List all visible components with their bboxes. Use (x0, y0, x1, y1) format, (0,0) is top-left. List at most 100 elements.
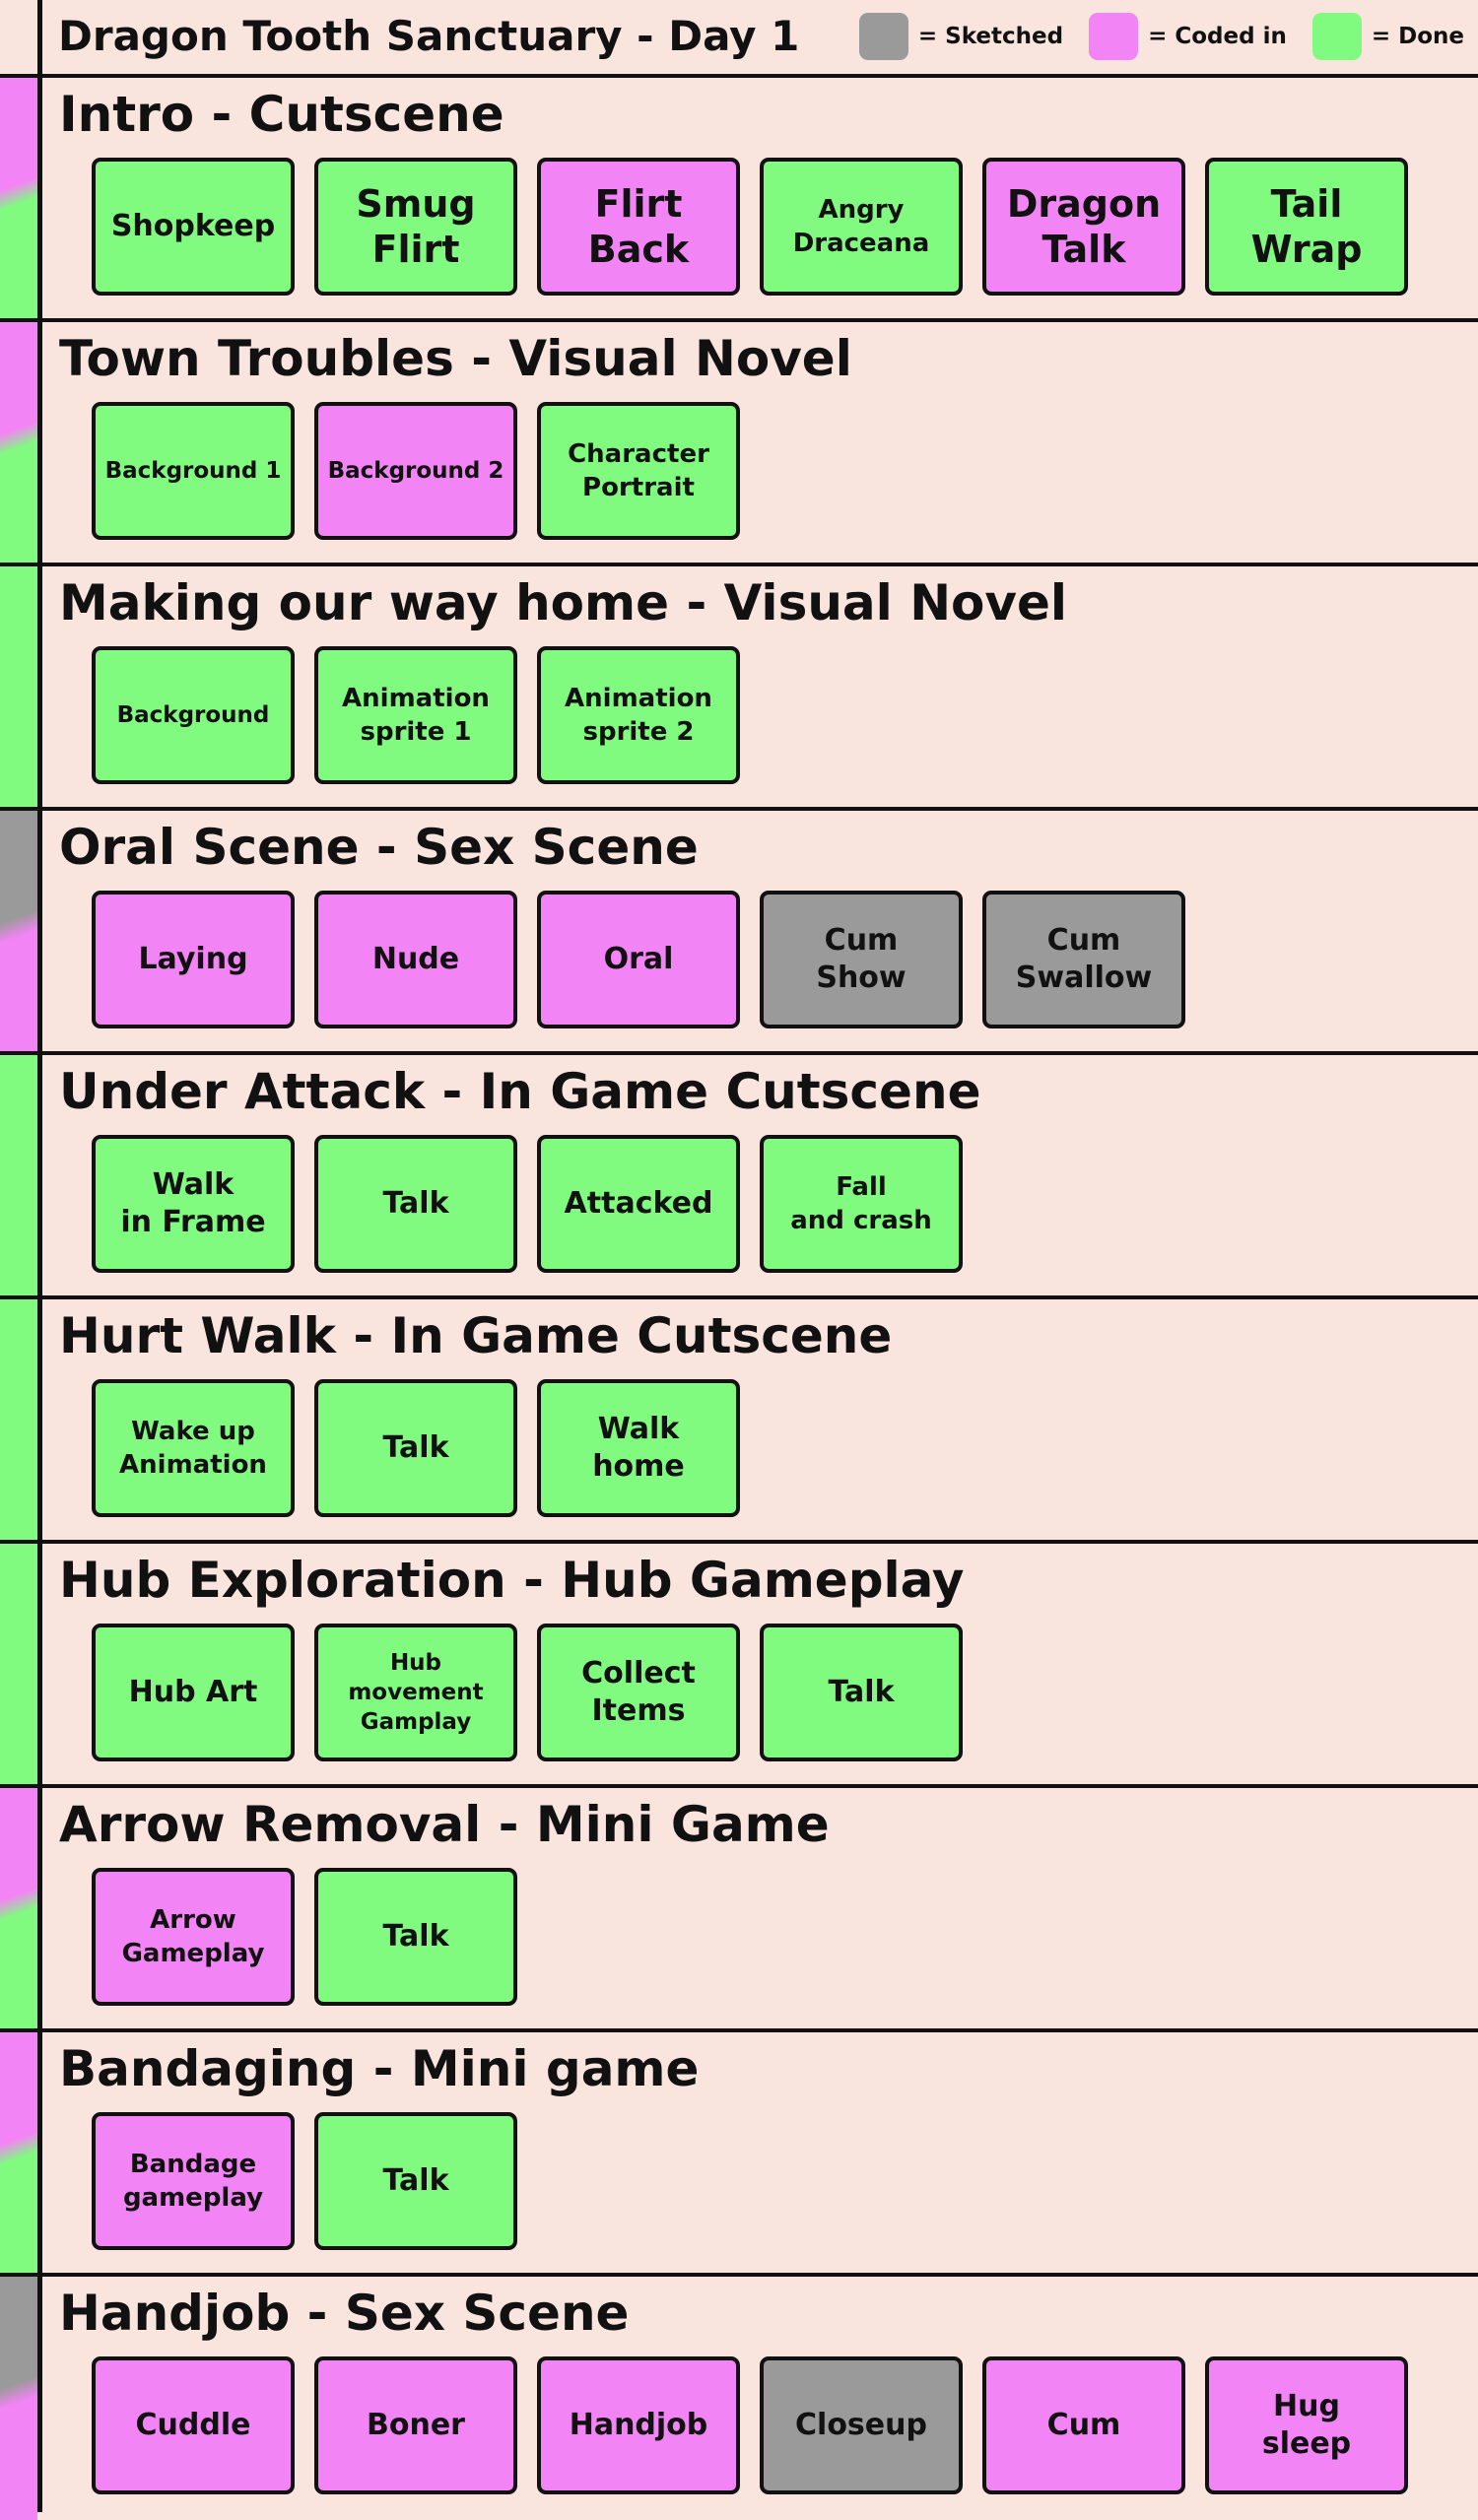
section-title: Arrow Removal - Mini Game (59, 1796, 830, 1853)
legend-item-sketched: = Sketched (858, 13, 1064, 60)
legend-swatch-coded (1089, 13, 1139, 60)
section-divider (0, 2028, 1478, 2032)
task-card: Cum Show (760, 891, 963, 1028)
task-card: Oral (537, 891, 740, 1028)
vertical-divider (37, 0, 42, 2512)
section-title: Hub Exploration - Hub Gameplay (59, 1552, 965, 1609)
task-card: Boner (314, 2356, 517, 2494)
section-divider (0, 807, 1478, 811)
task-card: Animation sprite 1 (314, 646, 517, 784)
legend-label-done: = Done (1371, 24, 1464, 49)
task-card: Talk (314, 2112, 517, 2250)
task-card: Cum (982, 2356, 1185, 2494)
section-divider (0, 74, 1478, 78)
task-card: Dragon Talk (982, 158, 1185, 296)
section-title: Bandaging - Mini game (59, 2040, 700, 2097)
task-card: Smug Flirt (314, 158, 517, 296)
section-status-strip (0, 1787, 37, 2031)
task-card: Fall and crash (760, 1135, 963, 1273)
section-status-strip (0, 2031, 37, 2276)
legend-swatch-sketched (858, 13, 908, 60)
section-status-strip (0, 565, 37, 810)
task-card: Laying (92, 891, 295, 1028)
section-title: Intro - Cutscene (59, 86, 504, 143)
task-card: Nude (314, 891, 517, 1028)
task-card: Angry Draceana (760, 158, 963, 296)
task-card: Hub Art (92, 1624, 295, 1761)
section-status-strip (0, 1298, 37, 1543)
task-card: Bandage gameplay (92, 2112, 295, 2250)
task-card: Walk home (537, 1379, 740, 1517)
section-title: Oral Scene - Sex Scene (59, 819, 699, 876)
section-status-strip (0, 810, 37, 1054)
legend-label-coded: = Coded in (1148, 24, 1287, 49)
legend-label-sketched: = Sketched (917, 24, 1064, 49)
section-status-strip (0, 1543, 37, 1787)
task-card: Cuddle (92, 2356, 295, 2494)
task-card: Animation sprite 2 (537, 646, 740, 784)
section-status-strip (0, 321, 37, 565)
legend-swatch-done (1311, 13, 1362, 60)
legend-item-done: = Done (1311, 13, 1464, 60)
legend-item-coded: = Coded in (1089, 13, 1287, 60)
task-card: Flirt Back (537, 158, 740, 296)
task-card: Tail Wrap (1205, 158, 1408, 296)
task-card: Closeup (760, 2356, 963, 2494)
task-card: Collect Items (537, 1624, 740, 1761)
task-card: Background 1 (92, 402, 295, 540)
section-title: Under Attack - In Game Cutscene (59, 1063, 981, 1120)
section-divider (0, 1784, 1478, 1788)
task-card: Cum Swallow (982, 891, 1185, 1028)
section-title: Town Troubles - Visual Novel (59, 330, 852, 387)
task-card: Talk (314, 1135, 517, 1273)
task-card: Background 2 (314, 402, 517, 540)
section-divider (0, 318, 1478, 322)
section-title: Handjob - Sex Scene (59, 2285, 630, 2342)
task-card: Wake up Animation (92, 1379, 295, 1517)
section-title: Making our way home - Visual Novel (59, 574, 1068, 631)
task-card: Talk (314, 1868, 517, 2006)
section-title: Hurt Walk - In Game Cutscene (59, 1307, 893, 1364)
section-divider (0, 1540, 1478, 1544)
legend: = Sketched = Coded in = Done (834, 12, 1464, 61)
section-divider (0, 1295, 1478, 1299)
section-status-strip (0, 2276, 37, 2520)
task-card: Background (92, 646, 295, 784)
task-card: Talk (314, 1379, 517, 1517)
task-card: Hug sleep (1205, 2356, 1408, 2494)
task-card: Walk in Frame (92, 1135, 295, 1273)
header: Dragon Tooth Sanctuary - Day 1 = Sketche… (42, 0, 1478, 74)
section-divider (0, 563, 1478, 566)
section-divider (0, 2273, 1478, 2277)
section-divider (0, 1051, 1478, 1055)
task-card: Shopkeep (92, 158, 295, 296)
task-card: Attacked (537, 1135, 740, 1273)
section-status-strip (0, 77, 37, 321)
task-card: Talk (760, 1624, 963, 1761)
task-card: Handjob (537, 2356, 740, 2494)
task-card: Hub movement Gamplay (314, 1624, 517, 1761)
section-status-strip (0, 1054, 37, 1298)
task-card: Arrow Gameplay (92, 1868, 295, 2006)
